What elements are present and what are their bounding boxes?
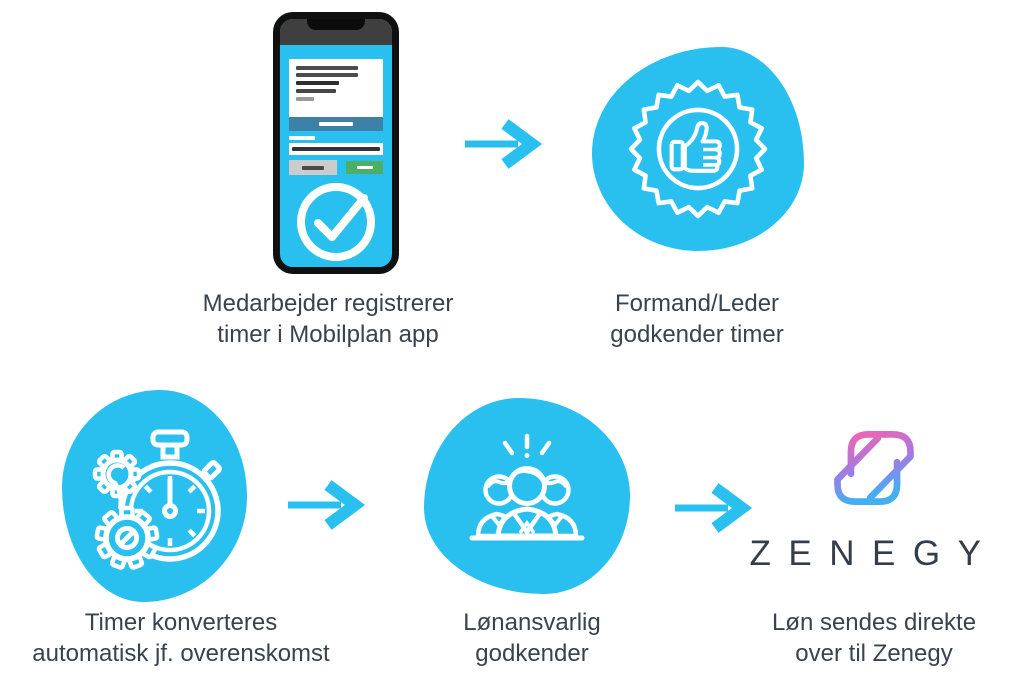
step-caption: Timer konverteres automatisk jf. overens… xyxy=(6,607,356,669)
caption-line: Medarbejder registrerer xyxy=(202,290,454,317)
phone-form-card xyxy=(289,59,383,131)
zenegy-wordmark: ZENEGY xyxy=(749,534,999,573)
caption-line: godkender xyxy=(475,640,589,667)
zenegy-logo xyxy=(834,431,914,505)
form-primary-button xyxy=(289,117,383,131)
cancel-button xyxy=(289,160,337,175)
team-icon xyxy=(469,433,585,541)
step-caption: Formand/Leder godkender timer xyxy=(547,288,847,350)
caption-line: Løn sendes direkte xyxy=(771,609,977,636)
thumbs-up-badge-icon xyxy=(628,79,768,219)
flow-arrow-icon xyxy=(675,483,753,533)
form-text-line xyxy=(296,66,358,70)
caption-line: godkender timer xyxy=(610,321,784,348)
caption-line: Formand/Leder xyxy=(614,290,780,317)
field-label-line xyxy=(289,136,315,140)
caption-line: timer i Mobilplan app xyxy=(217,321,439,348)
thumbs-up-badge-blob xyxy=(592,47,804,251)
caption-line: Timer konverteres xyxy=(84,609,278,636)
form-input xyxy=(289,143,383,155)
step-caption: Medarbejder registrerer timer i Mobilpla… xyxy=(153,288,503,350)
phone-notch xyxy=(307,19,365,30)
step-caption: Lønansvarlig godkender xyxy=(407,607,657,669)
form-text-line xyxy=(296,89,336,93)
gears-stopwatch-icon xyxy=(92,429,222,570)
step-caption: Løn sendes direkte over til Zenegy xyxy=(749,607,999,669)
form-text-line xyxy=(296,97,314,101)
team-blob xyxy=(424,398,630,594)
flow-arrow-icon xyxy=(288,480,366,530)
caption-line: automatisk jf. overenskomst xyxy=(32,640,330,667)
phone-status-bar xyxy=(280,19,392,45)
confirm-button xyxy=(346,161,383,174)
gears-stopwatch-blob xyxy=(62,390,247,602)
caption-line: over til Zenegy xyxy=(795,640,953,667)
mobilplan-app-phone-illustration xyxy=(273,12,399,274)
flow-arrow-icon xyxy=(465,119,543,169)
form-text-line xyxy=(296,81,339,85)
form-text-line xyxy=(296,73,358,77)
caption-line: Lønansvarlig xyxy=(463,609,601,636)
checkmark-circle-icon xyxy=(297,183,375,261)
